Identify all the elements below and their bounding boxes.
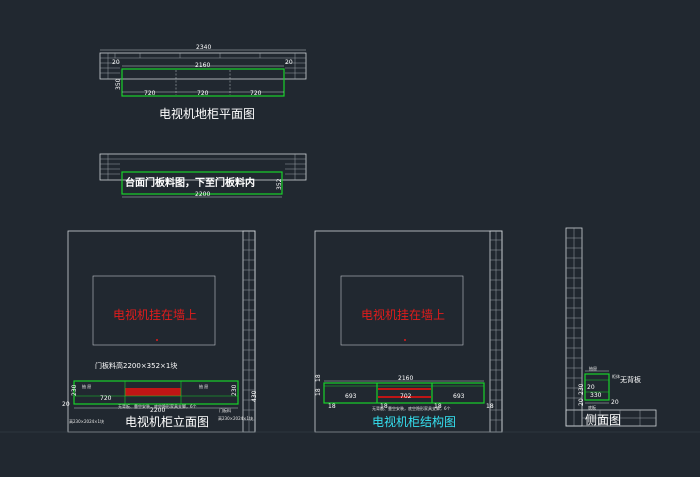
elevation-right-note: 高230×2024×1块 (218, 415, 253, 421)
side-dim-top: 20 (587, 384, 595, 391)
structure-dim-side: 18 (380, 403, 388, 410)
structure-dim-inner: 702 (400, 393, 412, 400)
elevation-tv-center (156, 339, 158, 341)
structure-red-rail (378, 388, 431, 390)
elevation-view: 电视机挂在墙上 门板料高2200×352×1块 抽 屉 抽 屉 720 230 … (62, 230, 258, 433)
structure-cabinet (323, 382, 485, 404)
side-dim-depth: 330 (590, 392, 602, 399)
side-tiny-label: 抽屉 (589, 365, 597, 371)
elevation-bottom-note: 无背板、靠空安装，底空隐形家具支脚，6个 (118, 403, 197, 409)
plan-view: 2340 2160 20 20 350 720 720 720 电视机地柜平面图 (99, 44, 307, 121)
side-wall-hatch (566, 228, 656, 426)
plan-wall (99, 52, 307, 80)
top-panel-dim-height: 352 (276, 178, 283, 190)
elevation-door-note: 门板料高2200×352×1块 (95, 361, 177, 370)
top-panel-hatch (100, 154, 306, 180)
top-panel-dim-width: 2200 (195, 191, 210, 198)
structure-dim-side: 18 (328, 403, 336, 410)
elevation-cabinet (73, 380, 239, 405)
side-cabinet (584, 373, 610, 401)
elevation-door-tag: 门板料 (219, 407, 231, 413)
elevation-title: 电视机柜立面图 (125, 414, 209, 429)
structure-bottom-note: 无背板、靠空安装，底空隐形家具支脚，6个 (372, 405, 451, 411)
side-tiny-label: 底板 (588, 404, 596, 410)
top-panel-view: 台面门板料图，下至门板料内 352 2200 (99, 153, 307, 198)
side-tiny-label: 柜体 (612, 373, 620, 379)
side-tag: 无背板 (620, 375, 641, 384)
structure-tv-center (404, 339, 406, 341)
plan-wall-hatch (100, 53, 306, 79)
plan-dim-left: 20 (112, 59, 120, 66)
side-dim-panel: 20 (578, 398, 585, 406)
structure-wall-hatch (490, 231, 502, 432)
plan-dim-seg: 720 (250, 90, 262, 97)
structure-dim-side: 18 (434, 403, 442, 410)
structure-dim-inner: 693 (345, 393, 357, 400)
elevation-dim-left: 20 (62, 401, 70, 408)
elevation-wall-hatch (243, 231, 255, 432)
top-panel-wall (99, 153, 307, 181)
top-panel-board (121, 171, 283, 195)
side-dim-height: 230 (578, 383, 585, 395)
structure-title: 电视机柜结构图 (372, 414, 456, 429)
structure-dim-side: 18 (486, 403, 494, 410)
elevation-left-note: 高230×2024×1块 (69, 418, 104, 424)
plan-dim-right: 20 (285, 59, 293, 66)
structure-wall (314, 230, 503, 433)
elevation-dim-total: 2200 (150, 407, 165, 414)
plan-cabinet (121, 68, 285, 97)
elevation-dim-side: 230 (231, 384, 238, 396)
elevation-tv-label: 电视机挂在墙上 (113, 307, 197, 322)
elevation-drawer-red (125, 388, 181, 396)
plan-dim-seg: 720 (197, 90, 209, 97)
elevation-dim-seg: 720 (100, 395, 112, 402)
structure-dim-left: 18 (315, 374, 322, 382)
structure-dim-left: 18 (315, 388, 322, 396)
elevation-drawer-label: 抽 屉 (82, 383, 91, 389)
plan-dim-inner: 2160 (195, 62, 210, 69)
elevation-drawer-label: 抽 屉 (199, 383, 208, 389)
side-title: 侧面图 (585, 413, 621, 427)
side-view: 抽屉 柜体 底板 无背板 20 230 20 330 20 侧面图 (565, 227, 657, 427)
structure-view: 电视机挂在墙上 2160 693 702 693 18 18 18 18 18 … (314, 230, 503, 433)
structure-red-rail (378, 396, 431, 398)
plan-dim-total: 2340 (196, 44, 211, 51)
plan-dim-seg: 720 (144, 90, 156, 97)
top-panel-label: 台面门板料图，下至门板料内 (125, 176, 255, 189)
side-dim-bottom: 20 (611, 399, 619, 406)
structure-tv-label: 电视机挂在墙上 (361, 307, 445, 322)
plan-title: 电视机地柜平面图 (159, 106, 255, 121)
elevation-wall (67, 230, 256, 433)
elevation-dim-side: 230 (71, 384, 78, 396)
structure-tv (340, 275, 464, 346)
structure-dim-inner: 693 (453, 393, 465, 400)
plan-dim-depth: 350 (115, 78, 122, 90)
structure-dim-total: 2160 (398, 375, 413, 382)
elevation-tv (92, 275, 216, 346)
elevation-dim-height: 430 (251, 390, 258, 402)
